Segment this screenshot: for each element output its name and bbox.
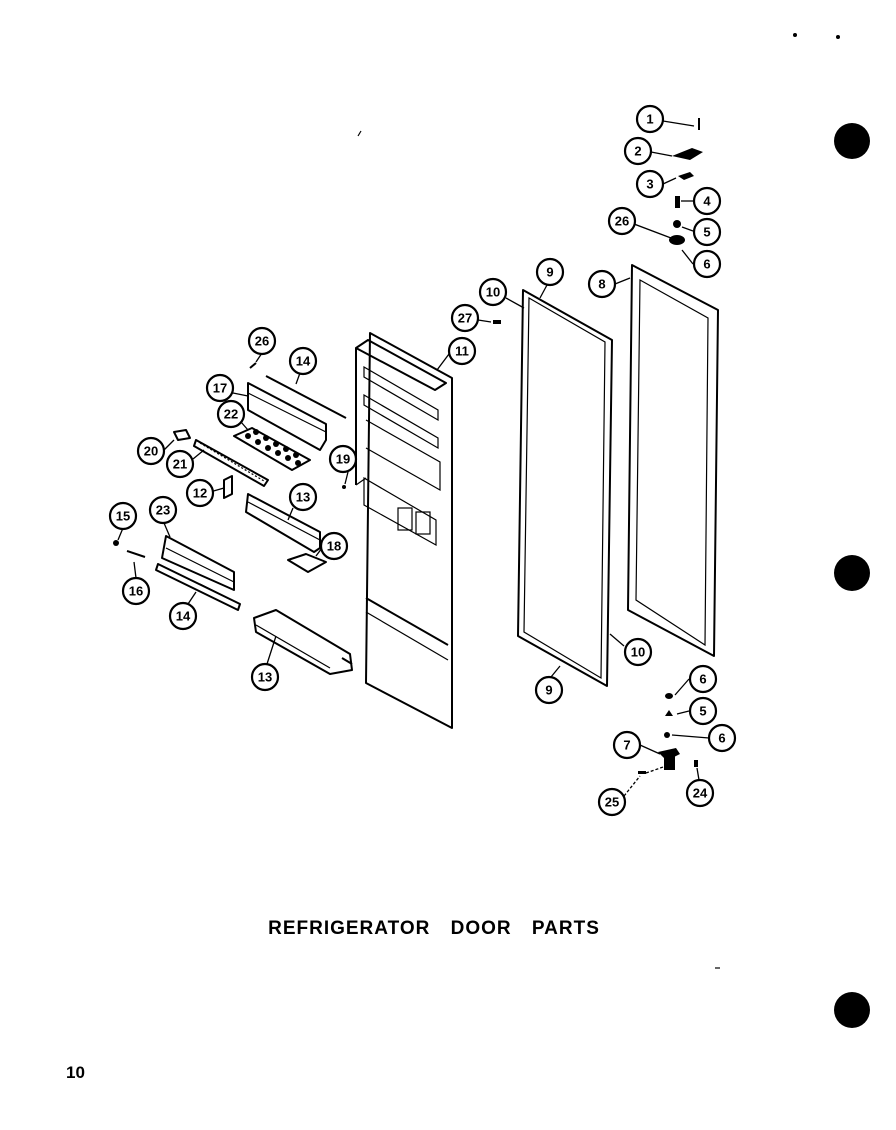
top-hinge-assembly [669,118,703,245]
callout-2: 2 [623,136,653,166]
callout-20: 20 [136,436,166,466]
callout-25: 25 [597,787,627,817]
callout-1-label: 1 [646,112,653,127]
callout-12: 12 [185,478,215,508]
callout-25-label: 25 [605,795,619,810]
callout-21: 21 [165,449,195,479]
callout-6-bottom-a-label: 6 [699,672,706,687]
callout-12-label: 12 [193,486,207,501]
callout-6-top-label: 6 [703,257,710,272]
callout-19: 19 [328,444,358,474]
callout-2-label: 2 [634,144,641,159]
punch-hole-middle [834,555,870,591]
callout-9-bottom-label: 9 [545,683,552,698]
callouts: 1 2 3 4 5 26 6 8 9 10 27 11 26 14 17 22 … [108,104,737,817]
callout-27-label: 27 [458,311,472,326]
callout-5-top-label: 5 [703,225,710,240]
callout-3-label: 3 [646,177,653,192]
callout-4: 4 [692,186,722,216]
callout-22-label: 22 [224,407,238,422]
callout-10-bottom-label: 10 [631,645,645,660]
callout-9-top: 9 [535,257,565,287]
callout-19-label: 19 [336,452,350,467]
callout-8-label: 8 [598,277,605,292]
callout-17-label: 17 [213,381,227,396]
callout-26-shelf-label: 26 [255,334,269,349]
callout-3: 3 [635,169,665,199]
punch-hole-bottom [834,992,870,1028]
callout-24: 24 [685,778,715,808]
callout-21-label: 21 [173,457,187,472]
callout-1: 1 [635,104,665,134]
callout-26-hinge-label: 26 [615,214,629,229]
callout-16-label: 16 [129,584,143,599]
callout-15: 15 [108,501,138,531]
door-gasket [517,289,613,687]
callout-23: 23 [148,495,178,525]
callout-23-label: 23 [156,503,170,518]
page-number: 10 [66,1063,85,1082]
callout-10-top-label: 10 [486,285,500,300]
callout-27: 27 [450,303,480,333]
callout-22: 22 [216,399,246,429]
callout-18: 18 [319,531,349,561]
callout-5-bottom-label: 5 [699,704,706,719]
door-shelf-parts [155,375,353,675]
callout-7: 7 [612,730,642,760]
callout-11: 11 [447,336,477,366]
callout-14-lower: 14 [168,601,198,631]
callout-10-top: 10 [478,277,508,307]
callout-13-upper: 13 [288,482,318,512]
callout-24-label: 24 [693,786,708,801]
callout-6-bottom-b: 6 [707,723,737,753]
callout-15-label: 15 [116,509,130,524]
callout-26-hinge: 26 [607,206,637,236]
callout-6-bottom-a: 6 [688,664,718,694]
callout-9-top-label: 9 [546,265,553,280]
callout-18-label: 18 [327,539,341,554]
callout-4-label: 4 [703,194,711,209]
stray-marks [357,33,840,969]
callout-17: 17 [205,373,235,403]
callout-14-top-label: 14 [296,354,311,369]
callout-11-label: 11 [455,344,469,359]
inner-door-liner [355,332,453,729]
callout-7-label: 7 [623,738,630,753]
callout-13-lower-label: 13 [258,670,272,685]
callout-9-bottom: 9 [534,675,564,705]
callout-16: 16 [121,576,151,606]
callout-14-lower-label: 14 [176,609,191,624]
punch-hole-top [834,123,870,159]
callout-13-upper-label: 13 [296,490,310,505]
outer-door-panel [627,264,719,657]
callout-6-top: 6 [692,249,722,279]
callout-10-bottom: 10 [623,637,653,667]
callout-14-top: 14 [288,346,318,376]
callout-6-bottom-b-label: 6 [718,731,725,746]
small-screws [113,320,501,558]
callout-20-label: 20 [144,444,158,459]
callout-8: 8 [587,269,617,299]
callout-13-lower: 13 [250,662,280,692]
callout-5-top: 5 [692,217,722,247]
callout-5-bottom: 5 [688,696,718,726]
callout-26-shelf: 26 [247,326,277,356]
diagram-title: REFRIGERATOR DOOR PARTS [268,918,600,939]
bottom-hinge-assembly [638,693,698,774]
